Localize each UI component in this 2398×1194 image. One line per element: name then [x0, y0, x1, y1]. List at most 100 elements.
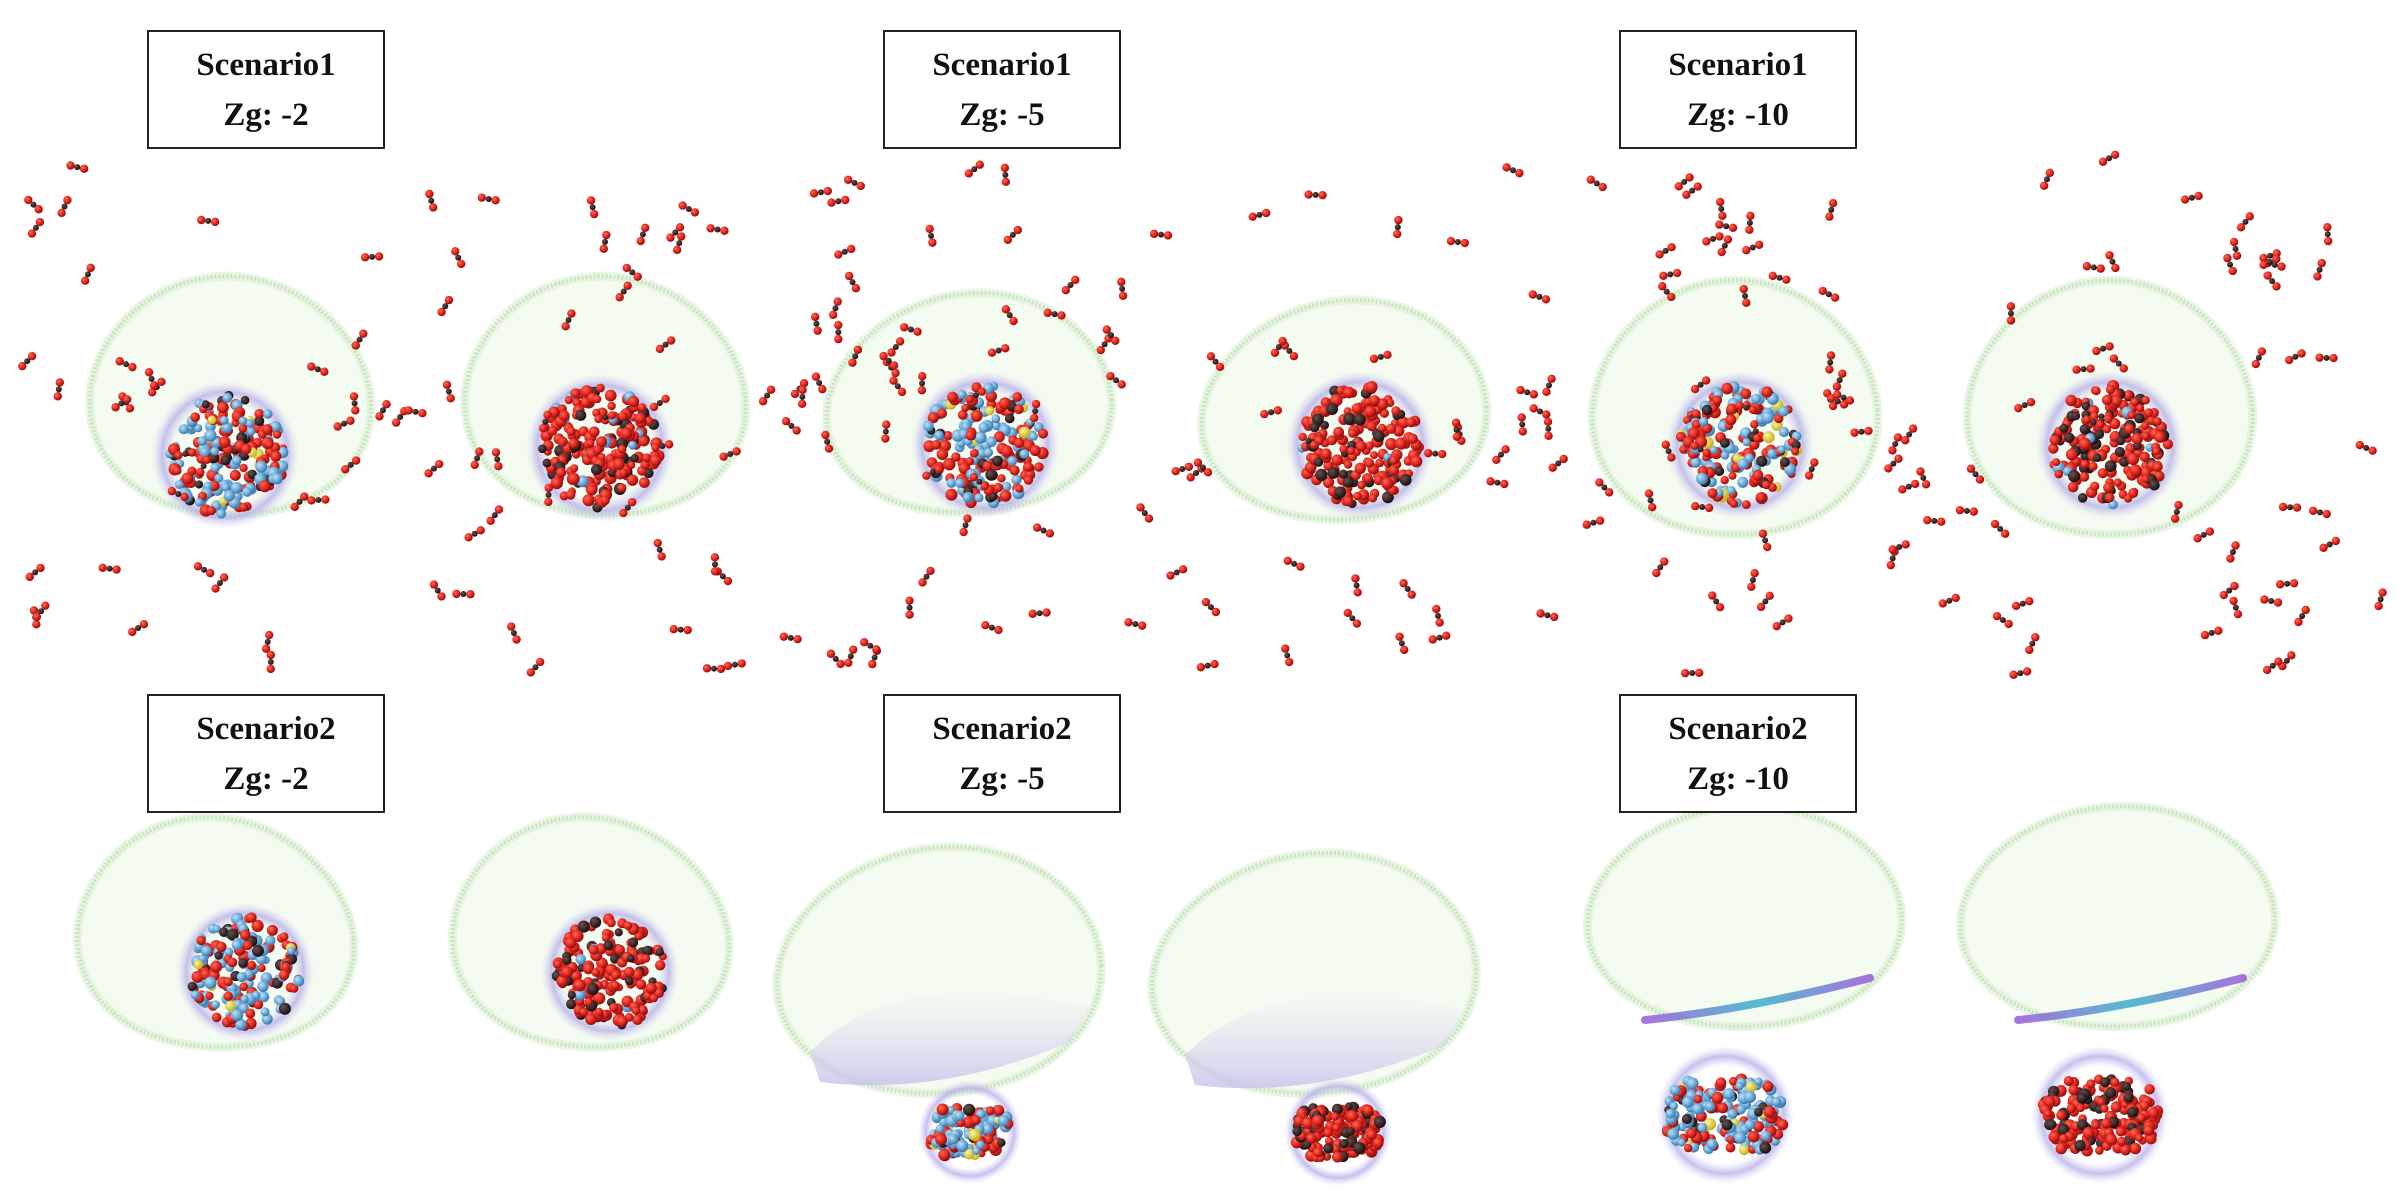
atom: [238, 423, 248, 433]
atom: [1366, 421, 1377, 432]
solvent-oxygen: [1888, 446, 1897, 455]
atom: [2068, 1084, 2079, 1096]
solvent-oxygen: [27, 351, 37, 361]
solvent-oxygen: [897, 387, 907, 397]
atom: [951, 452, 961, 462]
atom: [1326, 435, 1338, 446]
solvent-oxygen: [905, 596, 914, 605]
atom: [1385, 437, 1398, 451]
atom: [993, 482, 1004, 493]
solvent-oxygen: [2301, 605, 2310, 615]
solvent-oxygen: [180, 492, 189, 502]
solvent-carbon: [2021, 402, 2028, 409]
zg-value: Zg: -10: [1687, 760, 1789, 797]
solvent-carbon: [677, 626, 684, 633]
atom: [2131, 432, 2143, 445]
atom: [974, 493, 984, 503]
solvent-oxygen: [1163, 231, 1173, 240]
atom: [258, 480, 271, 493]
solvent-oxygen: [900, 323, 909, 332]
atom: [931, 440, 942, 450]
solvent-oxygen: [797, 399, 807, 409]
label-scenario2-zg-10: Scenario2 Zg: -10: [1619, 694, 1857, 813]
atom: [2129, 1142, 2142, 1155]
atom: [210, 960, 223, 973]
atom: [978, 422, 990, 433]
solvent-carbon: [565, 316, 572, 323]
solvent-carbon: [1776, 274, 1783, 281]
solvent-oxygen: [818, 384, 827, 394]
solvent-oxygen: [1718, 211, 1727, 221]
solvent-oxygen: [813, 326, 822, 335]
atom: [1351, 1120, 1364, 1132]
atom: [1357, 480, 1366, 490]
solvent-oxygen: [1446, 236, 1456, 246]
atom: [207, 415, 217, 425]
atom: [2120, 1144, 2132, 1156]
solvent-oxygen: [1136, 503, 1145, 512]
atom: [991, 414, 1001, 424]
solvent-carbon: [2090, 419, 2097, 426]
atom: [986, 436, 997, 448]
solvent-oxygen: [1828, 401, 1838, 411]
solvent-oxygen: [737, 659, 746, 668]
atom: [1729, 499, 1739, 508]
solvent-oxygen: [834, 334, 843, 344]
solvent-carbon: [2316, 509, 2323, 516]
atom: [961, 403, 970, 412]
solvent-oxygen: [889, 376, 898, 385]
atom: [2129, 464, 2142, 477]
solvent-oxygen: [351, 341, 360, 350]
atom: [2136, 403, 2145, 413]
atom: [2049, 434, 2060, 446]
atom: [1370, 451, 1378, 460]
atom: [968, 1128, 981, 1141]
label-scenario2-zg-5: Scenario2 Zg: -5: [883, 694, 1121, 813]
atom: [570, 969, 582, 982]
solvent-oxygen: [125, 404, 135, 413]
solvent-oxygen: [1298, 432, 1307, 442]
solvent-oxygen: [821, 430, 830, 440]
solvent-oxygen: [895, 337, 905, 346]
solvent-carbon: [892, 343, 899, 350]
solvent-carbon: [629, 269, 636, 276]
atom: [1320, 448, 1332, 460]
atom: [609, 1003, 619, 1013]
solvent-carbon: [2173, 508, 2180, 515]
atom: [1727, 1108, 1738, 1119]
atom: [1761, 386, 1773, 398]
atom: [997, 1138, 1006, 1147]
atom: [2141, 474, 2150, 483]
atom: [2152, 461, 2163, 472]
solvent-oxygen: [1715, 220, 1724, 229]
atom: [1696, 472, 1708, 485]
solvent-carbon: [1436, 634, 1443, 641]
atom: [2079, 472, 2090, 482]
atom: [1759, 1141, 1772, 1154]
atom: [216, 508, 226, 519]
solvent-oxygen: [846, 244, 856, 254]
solvent-carbon: [1667, 271, 1674, 278]
atom: [1754, 1077, 1763, 1086]
atom: [624, 976, 634, 986]
atom: [2081, 401, 2091, 411]
solvent-oxygen: [1203, 468, 1213, 477]
atom: [934, 430, 944, 441]
solvent-carbon: [1892, 440, 1899, 447]
solvent-carbon: [1723, 223, 1730, 230]
solvent-oxygen: [1407, 590, 1416, 599]
solvent-oxygen: [1644, 489, 1654, 498]
solvent-oxygen: [1830, 293, 1840, 302]
solvent-carbon: [106, 565, 113, 572]
atom: [224, 947, 234, 957]
solvent-oxygen: [63, 195, 72, 205]
atom: [1391, 406, 1401, 416]
atom: [1744, 1119, 1756, 1130]
solvent-carbon: [1905, 483, 1912, 490]
solvent-oxygen: [1894, 454, 1903, 463]
atom: [600, 495, 610, 506]
atom: [1322, 476, 1335, 489]
atom: [1389, 456, 1398, 465]
solvent-carbon: [711, 561, 718, 568]
solvent-oxygen: [2275, 580, 2285, 589]
